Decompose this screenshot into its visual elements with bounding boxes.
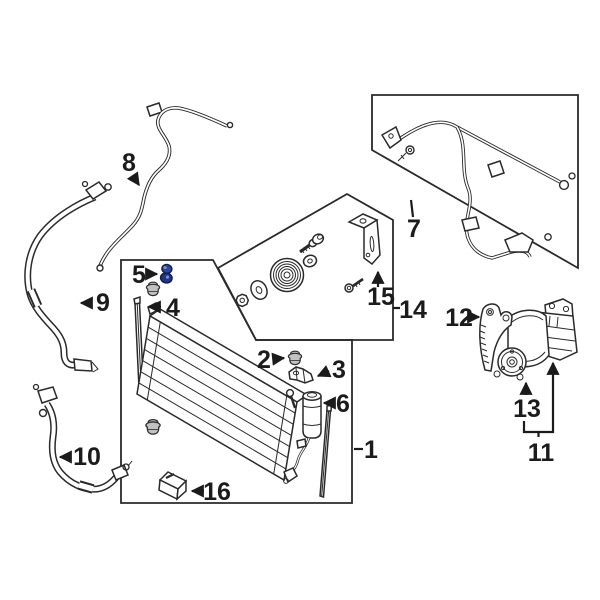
- callout-6[interactable]: 6: [322, 390, 350, 418]
- callout-3[interactable]: 3: [316, 356, 346, 384]
- compressor-clutch: [497, 347, 527, 377]
- callout-4-label[interactable]: 4: [166, 294, 180, 322]
- grommet[interactable]: [145, 419, 161, 435]
- callout-5[interactable]: 5: [132, 261, 159, 289]
- bracket-3[interactable]: [288, 366, 314, 384]
- part-pipe-8[interactable]: [96, 102, 234, 272]
- part-condenser-1[interactable]: [133, 263, 333, 501]
- compressor-front-bracket-12[interactable]: [479, 303, 513, 372]
- part-pipes-assembly-7[interactable]: [380, 120, 576, 260]
- callout-11[interactable]: 11: [522, 361, 560, 467]
- callout-10-label[interactable]: 10: [73, 443, 101, 471]
- condenser-core[interactable]: [136, 301, 309, 482]
- callout-16[interactable]: 16: [190, 478, 231, 506]
- part-hose-9[interactable]: [24, 180, 112, 373]
- grommet-2[interactable]: [287, 350, 303, 366]
- box-pipes-assembly: [371, 94, 579, 270]
- box-condenser-assembly: [120, 259, 353, 504]
- washer: [302, 254, 318, 268]
- callout-7[interactable]: 7: [407, 199, 421, 243]
- callout-14-label[interactable]: 14: [399, 296, 427, 324]
- highlighted-part-5[interactable]: [159, 263, 175, 284]
- callout-5-label[interactable]: 5: [132, 261, 146, 289]
- callout-9[interactable]: 9: [79, 289, 110, 317]
- bracket-15[interactable]: [347, 213, 381, 266]
- callout-8[interactable]: 8: [122, 149, 140, 187]
- callout-15-label[interactable]: 15: [367, 283, 395, 311]
- callout-14[interactable]: 14: [393, 296, 427, 324]
- callout-13[interactable]: 13: [513, 381, 541, 423]
- insulator-16[interactable]: [158, 471, 188, 501]
- callout-4[interactable]: 4: [147, 294, 180, 322]
- part-compressor-11[interactable]: [479, 298, 578, 381]
- callout-2-label[interactable]: 2: [257, 346, 271, 374]
- callout-8-label[interactable]: 8: [122, 149, 136, 177]
- washer: [250, 280, 268, 300]
- callout-2[interactable]: 2: [257, 346, 286, 374]
- callout-12-label[interactable]: 12: [445, 304, 473, 332]
- callout-10[interactable]: 10: [58, 443, 101, 471]
- nut: [235, 293, 250, 308]
- callout-3-label[interactable]: 3: [332, 356, 346, 384]
- callout-12[interactable]: 12: [445, 304, 481, 332]
- callout-6-label[interactable]: 6: [336, 390, 350, 418]
- bolt-small: [344, 277, 364, 293]
- bolt: [299, 233, 325, 254]
- callout-7-label[interactable]: 7: [407, 215, 421, 243]
- receiver-drier-6[interactable]: [283, 391, 322, 484]
- part-pulley-set-14[interactable]: [235, 213, 381, 308]
- grommet[interactable]: [145, 281, 161, 297]
- callout-13-label[interactable]: 13: [513, 395, 541, 423]
- callout-15[interactable]: 15: [367, 270, 395, 311]
- callout-16-label[interactable]: 16: [203, 478, 231, 506]
- callout-1-label[interactable]: 1: [364, 436, 378, 464]
- pulley: [269, 257, 305, 293]
- part-hose-10[interactable]: [32, 383, 133, 494]
- callout-11-label[interactable]: 11: [528, 439, 555, 467]
- callout-1[interactable]: 1: [354, 436, 378, 464]
- callout-9-label[interactable]: 9: [96, 289, 110, 317]
